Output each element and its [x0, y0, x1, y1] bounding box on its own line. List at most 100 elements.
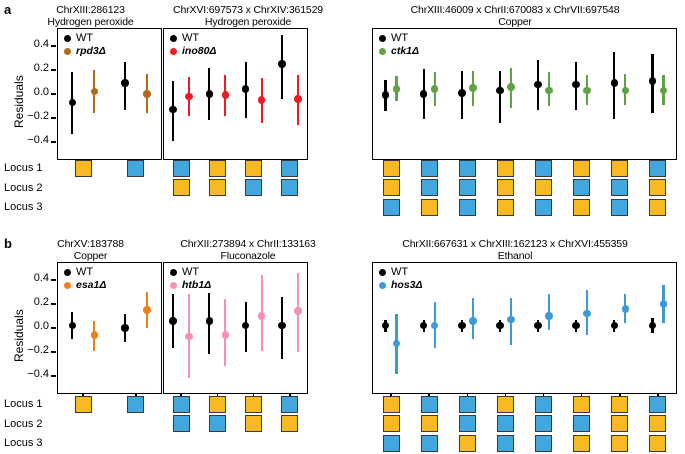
- genotype-square-blue: [172, 159, 190, 177]
- legend-entry: ino80Δ: [170, 45, 216, 58]
- genotype-square-blue: [172, 395, 190, 413]
- legend-entry: rpd3Δ: [64, 45, 106, 58]
- data-point: [90, 87, 98, 96]
- genotype-square-orange: [281, 415, 299, 432]
- genotype-square-orange: [420, 198, 438, 216]
- y-tick-label: 0.2: [33, 296, 49, 308]
- genotype-square-orange: [573, 395, 591, 413]
- error-bar: [498, 71, 502, 123]
- data-point: [610, 79, 619, 87]
- y-tick-mark: [51, 141, 56, 143]
- data-point: [185, 92, 193, 101]
- panel-title-line: ChrXVI:697573 x ChrXIV:361529: [173, 4, 323, 16]
- y-tick-mark: [51, 303, 56, 305]
- genotype-square-blue: [420, 159, 438, 177]
- legend-entry: ctk1Δ: [379, 45, 419, 58]
- legend-swatch-wt: [170, 35, 177, 42]
- y-tick-label: 0.4: [33, 272, 49, 284]
- y-tick-label: 0.4: [33, 38, 49, 50]
- genotype-square-orange: [573, 198, 591, 216]
- panel-title-line: ChrXII:273894 x ChrII:133163: [180, 238, 316, 250]
- panel-title-b3: ChrXII:667631 x ChrXIII:162123 x ChrXVI:…: [345, 238, 685, 262]
- genotype-square-orange: [208, 159, 226, 177]
- legend-entry: WT: [64, 266, 106, 279]
- genotype-square-blue: [458, 415, 476, 432]
- genotype-square-orange: [649, 434, 667, 452]
- data-point: [545, 86, 553, 95]
- legend-swatch-wt: [64, 269, 71, 276]
- data-point: [392, 339, 401, 348]
- data-point: [648, 77, 657, 85]
- locus-row-label: Locus 3: [4, 201, 43, 213]
- genotype-square-orange: [611, 434, 629, 452]
- y-tick-mark: [51, 69, 56, 71]
- data-point: [68, 321, 76, 330]
- legend-swatch-mutant: [170, 282, 177, 289]
- legend-swatch-wt: [64, 35, 71, 42]
- genotype-square-blue: [127, 159, 145, 177]
- locus-row-label: Locus 2: [4, 417, 43, 430]
- locus-row-label: Locus 1: [4, 162, 43, 174]
- panel-condition-line: Copper: [73, 250, 108, 262]
- legend-label: WT: [182, 32, 200, 44]
- data-point: [121, 324, 129, 332]
- genotype-square-orange: [496, 198, 514, 216]
- y-tick-mark: [51, 117, 56, 119]
- legend-swatch-mutant: [379, 48, 386, 55]
- genotype-square-blue: [535, 198, 553, 216]
- genotype-square-orange: [458, 434, 476, 452]
- genotype-square-orange: [74, 159, 92, 177]
- genotype-square-blue: [611, 198, 629, 216]
- genotype-square-orange: [496, 179, 514, 196]
- genotype-square-orange: [611, 395, 629, 413]
- genotype-square-orange: [172, 179, 190, 196]
- legend-swatch-mutant: [64, 48, 71, 55]
- legend-entry: WT: [170, 32, 216, 45]
- genotype-square-blue: [458, 159, 476, 177]
- genotype-square-blue: [245, 179, 263, 196]
- genotype-square-orange: [382, 159, 400, 177]
- data-point: [419, 90, 428, 98]
- genotype-square-orange: [382, 179, 400, 196]
- genotype-square-blue: [611, 179, 629, 196]
- data-point: [648, 321, 657, 330]
- panel-condition-line: Ethanol: [497, 250, 533, 262]
- legend-swatch-mutant: [379, 282, 386, 289]
- genotype-square-orange: [611, 415, 629, 432]
- y-tick-label: 0.2: [33, 62, 49, 74]
- legend-swatch-mutant: [170, 48, 177, 55]
- data-point: [185, 332, 193, 341]
- genotype-square-orange: [208, 395, 226, 413]
- data-point: [143, 90, 151, 98]
- genotype-square-blue: [208, 415, 226, 432]
- data-point: [621, 305, 630, 313]
- data-point: [278, 60, 286, 68]
- genotype-square-blue: [535, 159, 553, 177]
- panel-condition-line: Hydrogen peroxide: [204, 16, 292, 28]
- genotype-square-blue: [281, 395, 299, 413]
- data-point: [143, 306, 151, 314]
- y-tick-mark: [51, 45, 56, 47]
- genotype-square-orange: [611, 159, 629, 177]
- genotype-square-orange: [573, 159, 591, 177]
- data-point: [257, 96, 266, 104]
- data-point: [507, 83, 515, 91]
- panel-label-b: b: [4, 236, 12, 251]
- y-tick-mark: [51, 93, 56, 95]
- genotype-square-blue: [420, 434, 438, 452]
- y-tick-mark: [51, 327, 56, 329]
- data-point: [257, 312, 266, 320]
- data-point: [507, 315, 515, 324]
- data-point: [659, 300, 668, 308]
- data-point: [534, 321, 542, 330]
- data-point: [430, 321, 439, 330]
- data-point: [90, 331, 98, 339]
